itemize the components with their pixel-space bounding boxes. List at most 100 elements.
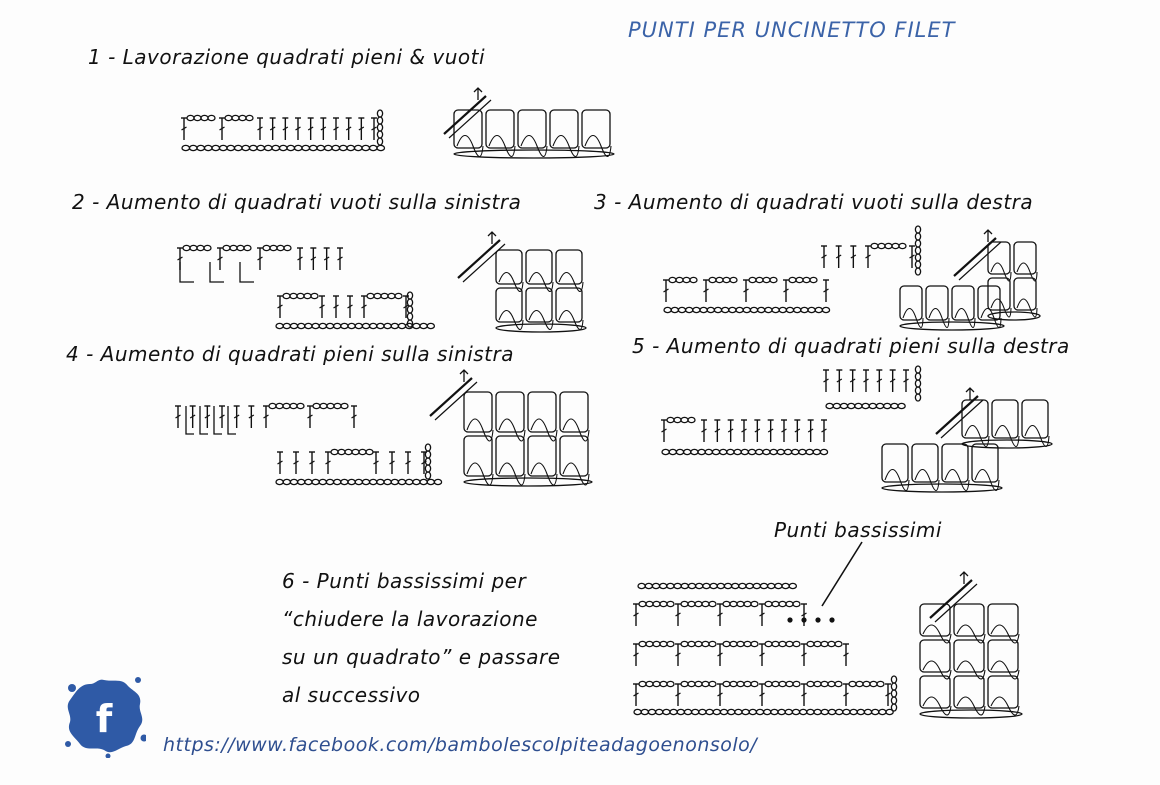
illustration-loop: [987, 277, 1011, 311]
chain-stitch: [224, 114, 233, 122]
turning-chain: [914, 267, 922, 276]
turning-chain: [406, 319, 414, 328]
chain-stitch: [222, 244, 231, 252]
chain-stitch: [276, 244, 285, 252]
chain-stitch: [712, 708, 722, 716]
chain-stitch: [788, 276, 797, 284]
chain-stitch: [433, 478, 443, 486]
illustration-strand: [956, 696, 986, 716]
chain-stitch: [813, 640, 822, 648]
chain-stitch: [666, 416, 675, 424]
chain-stitch: [854, 402, 863, 410]
section-6-line: al successivo: [282, 683, 421, 707]
stitch-crossbar: [373, 460, 379, 465]
chain-stitch: [354, 322, 364, 330]
chain-stitch: [726, 708, 736, 716]
stitch-crossbar: [754, 428, 761, 433]
facebook-url-link[interactable]: https://www.facebook.com/bambolescolpite…: [163, 734, 758, 756]
illustration-loop: [951, 285, 975, 321]
chain-stitch: [877, 242, 886, 250]
illustration-strand: [584, 134, 612, 158]
chain-stitch: [747, 448, 757, 456]
diagram-5-chart: [661, 365, 922, 456]
chain-stitch: [813, 680, 822, 688]
extension-chain: [227, 406, 236, 435]
illustration-loop: [555, 249, 583, 285]
crochet-hook-edge: [462, 243, 506, 283]
turning-chain: [424, 471, 432, 480]
chain-stitch: [736, 680, 745, 688]
chain-stitch: [805, 448, 814, 456]
stitch-crossbar: [876, 378, 883, 383]
chain-stitch: [764, 640, 773, 648]
chain-stitch: [862, 680, 871, 688]
chain-stitch: [301, 144, 311, 152]
illustration-strand: [498, 462, 526, 486]
chain-stitch: [842, 708, 851, 716]
turning-chain: [376, 109, 384, 118]
chain-stitch: [702, 582, 711, 590]
crochet-hook-edge: [434, 381, 478, 421]
chain-stitch: [778, 600, 787, 608]
chain-stitch: [813, 708, 822, 716]
stitch-crossbar: [293, 460, 299, 465]
chain-stitch: [333, 402, 342, 410]
chain-stitch: [778, 680, 787, 688]
stitch-crossbar: [823, 378, 829, 383]
illustration-base-chain: [495, 323, 587, 333]
stitch-crossbar: [781, 428, 787, 433]
chain-stitch: [736, 600, 745, 608]
chain-stitch: [832, 402, 842, 410]
chain-stitch: [729, 680, 738, 688]
chain-stitch: [771, 306, 780, 314]
stitch-crossbar: [320, 126, 327, 131]
chain-stitch: [275, 402, 284, 410]
illustration-loop: [953, 639, 985, 673]
chain-stitch: [311, 478, 320, 486]
chain-stitch: [687, 640, 696, 648]
diagram-4-chart: [175, 402, 443, 486]
chain-stitch: [814, 306, 824, 314]
chain-stitch: [675, 276, 684, 284]
chain-stitch: [820, 708, 830, 716]
chain-stitch: [647, 708, 657, 716]
chain-stitch: [387, 292, 396, 300]
stitch-crossbar: [175, 414, 181, 419]
chain-stitch: [645, 680, 654, 688]
chain-stitch: [390, 322, 400, 330]
chain-stitch: [344, 448, 353, 456]
chain-stitch: [682, 448, 692, 456]
chain-stitch: [764, 680, 773, 688]
chain-stitch: [878, 708, 887, 716]
chain-stitch: [729, 600, 738, 608]
chain-stitch: [809, 276, 818, 284]
chain-stitch: [200, 114, 209, 122]
chain-stitch: [366, 292, 375, 300]
chain-stitch: [326, 402, 335, 410]
slip-stitch-dot: [801, 617, 807, 623]
chain-stitch: [318, 322, 328, 330]
chain-stitch: [651, 582, 661, 590]
chain-stitch: [659, 680, 668, 688]
chain-stitch: [846, 402, 856, 410]
stitch-crossbar: [717, 652, 723, 657]
turning-chain: [406, 298, 414, 307]
chain-stitch: [304, 478, 313, 486]
chain-stitch: [769, 448, 778, 456]
chain-stitch: [397, 322, 407, 330]
illustration-strand: [530, 462, 558, 486]
turning-chain: [376, 130, 384, 139]
chain-stitch: [412, 478, 421, 486]
chain-stitch: [784, 708, 794, 716]
crochet-hook: [953, 237, 997, 277]
chain-stitch: [666, 600, 675, 608]
stitch-crossbar: [807, 428, 814, 433]
chain-stitch: [792, 680, 801, 688]
facebook-logo-icon[interactable]: f: [62, 672, 146, 758]
chain-stitch: [807, 306, 816, 314]
stitch-crossbar: [701, 428, 707, 433]
chain-stitch: [788, 582, 798, 590]
illustration-loop: [953, 603, 985, 637]
stitch-crossbar: [277, 460, 283, 465]
chain-stitch: [331, 144, 341, 152]
